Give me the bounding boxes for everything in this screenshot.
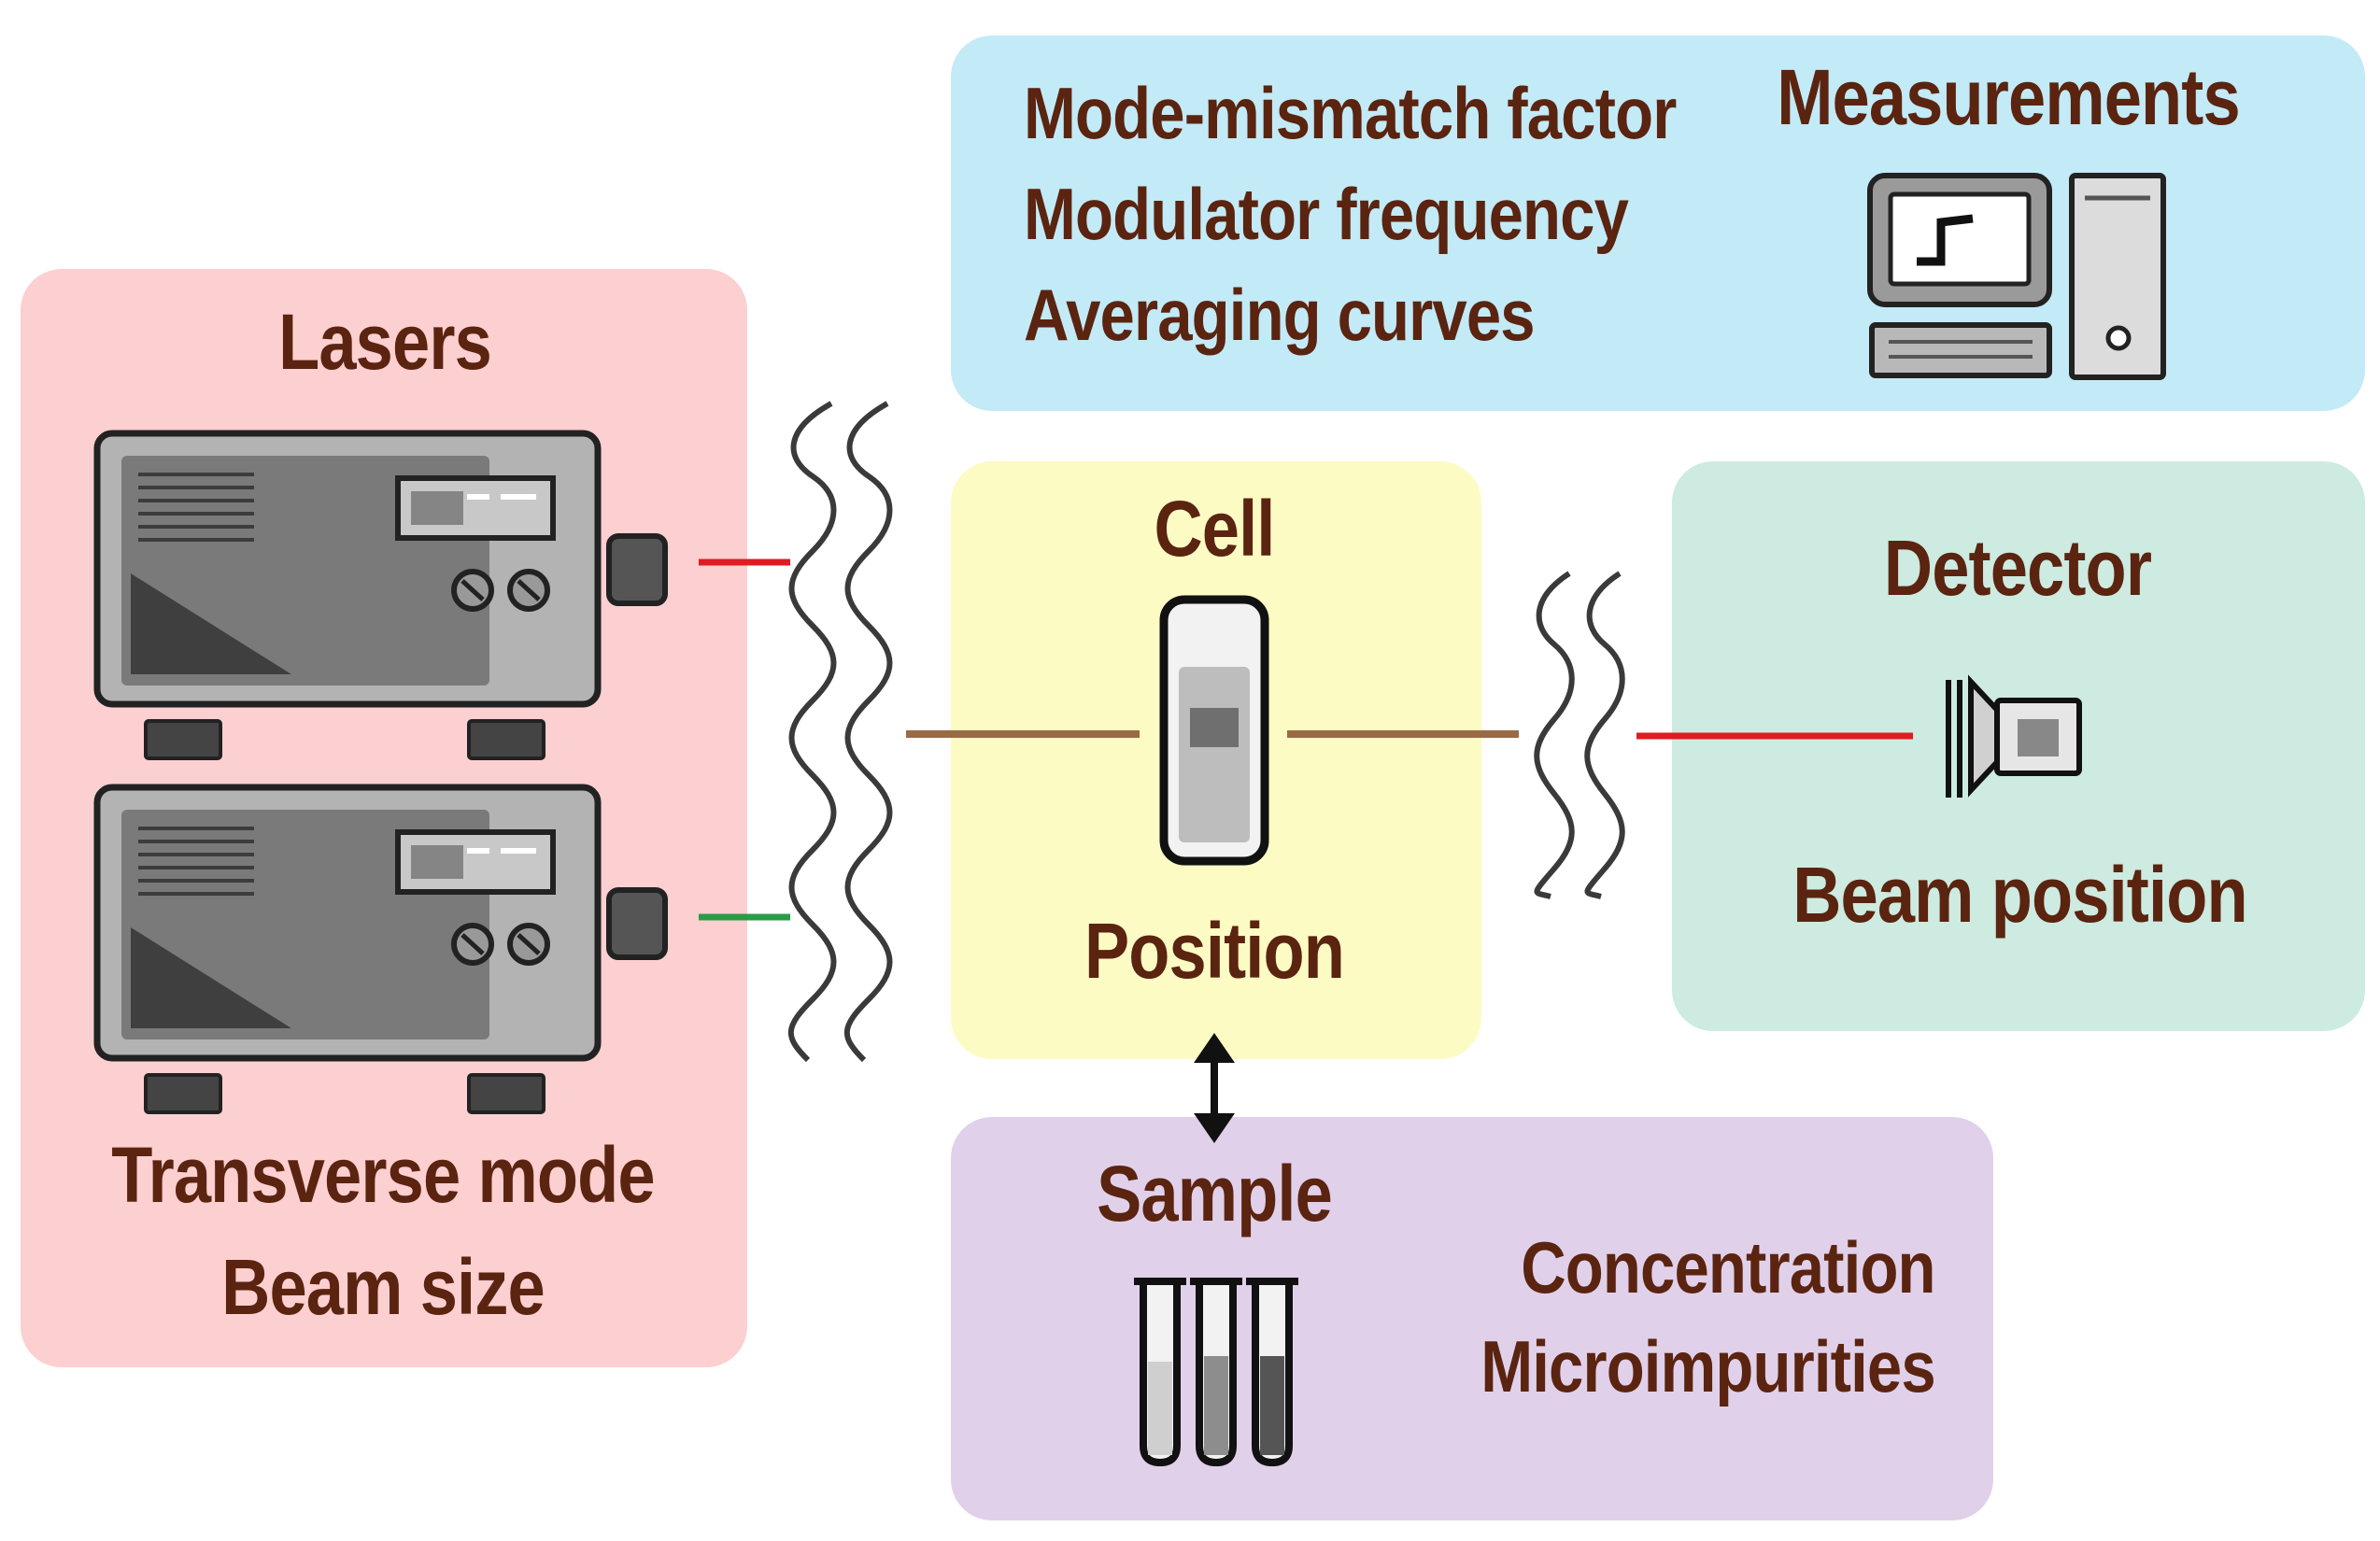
laser-unit-icon	[97, 433, 665, 758]
detector-title: Detector	[1883, 524, 2152, 612]
microimpurities-label: Microimpurities	[1480, 1325, 1935, 1407]
cell-position-label: Position	[1084, 907, 1345, 995]
sample-title: Sample	[1097, 1150, 1333, 1237]
test-tubes-icon	[1134, 1278, 1298, 1467]
transverse-mode-label: Transverse mode	[111, 1131, 655, 1219]
wavy-line-icon	[1534, 571, 1625, 899]
sample-panel	[951, 1117, 1993, 1520]
lasers-title: Lasers	[278, 298, 492, 386]
wavy-line-icon	[787, 401, 893, 1063]
measurements-title: Measurements	[1777, 53, 2240, 141]
cell-title: Cell	[1154, 485, 1275, 573]
cuvette-icon	[1159, 595, 1269, 866]
averaging-curves-label: Averaging curves	[1024, 274, 1536, 356]
beam-size-label: Beam size	[221, 1243, 545, 1331]
modulator-frequency-label: Modulator frequency	[1024, 173, 1629, 255]
laser-unit-icon	[97, 787, 665, 1112]
concentration-label: Concentration	[1521, 1226, 1936, 1308]
photodetector-icon	[1946, 674, 2082, 798]
beam-position-label: Beam position	[1792, 851, 2247, 939]
mode-mismatch-label: Mode-mismatch factor	[1024, 72, 1677, 154]
computer-icon	[1867, 173, 2166, 380]
double-arrow-icon	[1194, 1033, 1235, 1143]
